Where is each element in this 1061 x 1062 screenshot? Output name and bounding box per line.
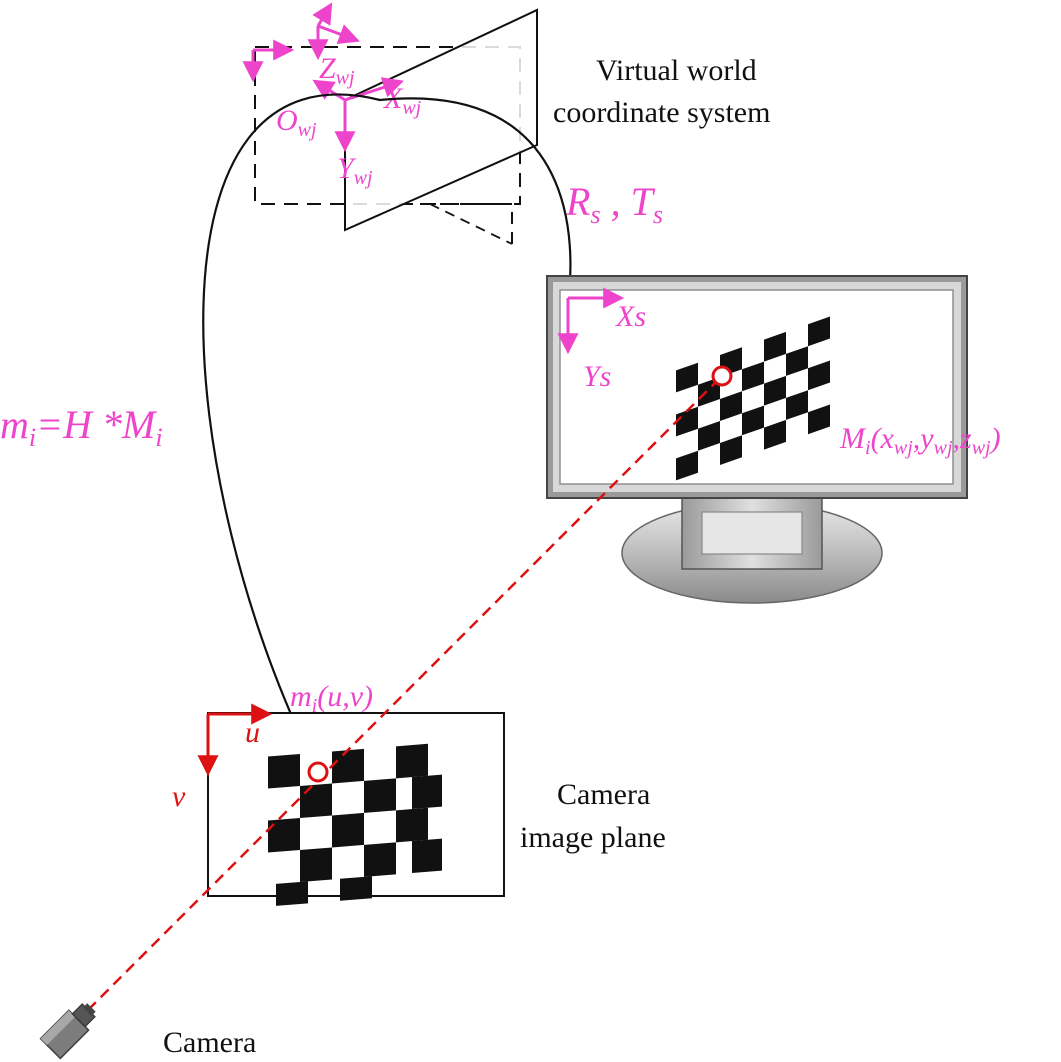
world-y-label: Ywj [337,152,373,189]
camera-image-plane-label-line2: image plane [520,821,666,854]
image-u-label: u [245,716,260,749]
screen-axes [557,287,625,355]
image-point-marker [307,761,329,783]
world-o-label: Owj [276,104,317,141]
monitor-screen [559,289,954,485]
virtual-plane [344,8,538,232]
virtual-dashed-diagonal [429,203,513,245]
world-axis-x [344,77,404,102]
virtual-world-frame [254,8,538,245]
screen-checkerboard [676,316,830,481]
virtual-world-axes [242,2,404,153]
tick-axis-z2 [312,2,333,27]
world-z-label: Zwj [319,52,355,89]
camera-label: Camera [163,1026,256,1059]
world-point-label: Mi(xwj,ywj,zwj) [839,422,1001,459]
tick-axis-x2 [317,24,360,45]
projection-ray [87,375,723,1011]
image-v-label: v [172,780,186,813]
homography-curve [202,93,572,773]
homography-equation: mi=H *Mi [0,402,163,452]
image-axes [197,703,273,777]
virtual-dashed-corner [420,203,513,244]
world-axis-z [312,79,346,102]
image-checkerboard [268,743,442,906]
screen-y-label: Ys [583,360,611,393]
camera-icon [39,1003,96,1060]
camera-image-plane-label-line1: Camera [557,778,650,811]
world-point-marker [711,365,733,387]
screen-x-label: Xs [615,300,646,333]
monitor-neck-inset [701,511,803,555]
camera-image-plane [207,712,505,897]
rotation-translation-label: Rs , Ts [565,179,663,229]
image-point-label: mi(u,v) [290,680,373,717]
virtual-world-title-line1: Virtual world [596,54,757,87]
monitor [546,275,968,604]
virtual-world-title-line2: coordinate system [553,96,770,129]
